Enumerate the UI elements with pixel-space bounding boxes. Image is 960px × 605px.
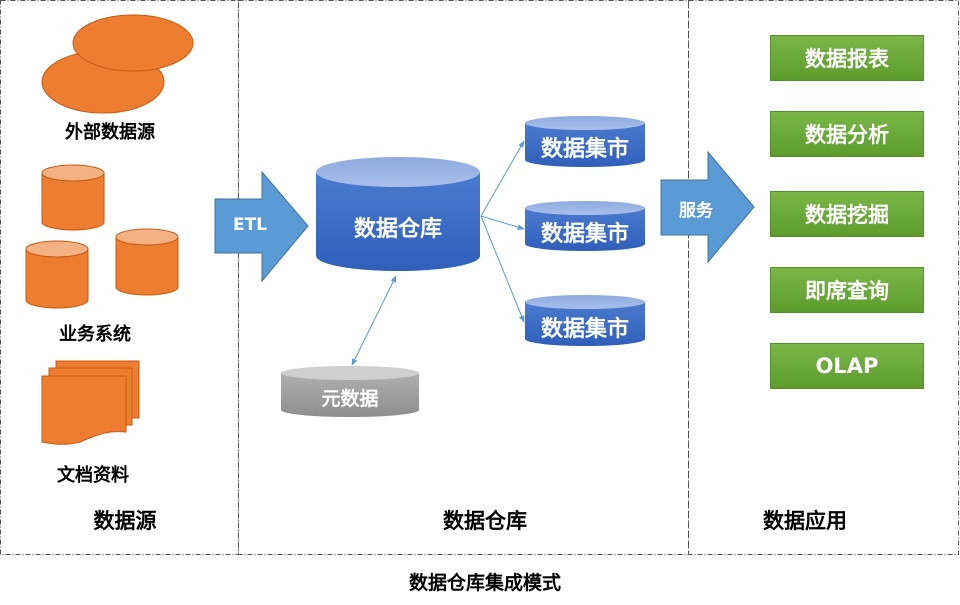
app-olap: OLAP [770, 343, 924, 389]
application-frame [688, 0, 959, 555]
documents-label: 文档资料 [57, 465, 129, 486]
service-arrow [660, 150, 755, 264]
metadata-cylinder [281, 366, 419, 417]
metadata-label: 元数据 [321, 388, 379, 410]
business-system-label: 业务系统 [59, 324, 131, 345]
business-system-icon [25, 164, 179, 309]
connectors [351, 140, 525, 366]
section-title-source: 数据源 [93, 509, 157, 533]
data-mart-cylinder [525, 201, 645, 251]
warehouse-frame [238, 0, 689, 555]
external-source-icon [41, 14, 194, 114]
app-adhoc-query: 即席查询 [770, 267, 924, 313]
data-mart-label: 数据集市 [540, 222, 629, 247]
cylinder-icon [41, 164, 105, 231]
external-source-label: 外部数据源 [65, 122, 155, 143]
data-mart-cylinders [525, 116, 645, 346]
diagram-caption: 数据仓库集成模式 [408, 572, 561, 594]
section-title-warehouse: 数据仓库 [443, 509, 527, 533]
connector-mart-3 [480, 215, 525, 323]
service-label: 服务 [679, 201, 713, 221]
data-mart-cylinder [525, 295, 645, 346]
app-data-report: 数据报表 [770, 35, 924, 81]
cylinder-icon [25, 240, 89, 309]
connector-metadata [351, 275, 397, 366]
warehouse-label: 数据仓库 [353, 217, 442, 242]
data-mart-cylinder [525, 116, 645, 167]
data-mart-label: 数据集市 [540, 317, 629, 342]
cylinder-icon [115, 228, 179, 296]
app-data-analysis: 数据分析 [770, 111, 924, 157]
connector-mart-1 [480, 140, 525, 217]
data-mart-label: 数据集市 [540, 137, 629, 162]
app-data-mining: 数据挖掘 [770, 191, 924, 237]
section-title-application: 数据应用 [763, 509, 847, 533]
section-frames [0, 0, 959, 555]
etl-label: ETL [232, 215, 268, 235]
warehouse-cylinder [316, 157, 480, 271]
etl-arrow [214, 170, 309, 283]
connector-mart-2 [480, 215, 525, 230]
documents-icon [41, 360, 140, 445]
